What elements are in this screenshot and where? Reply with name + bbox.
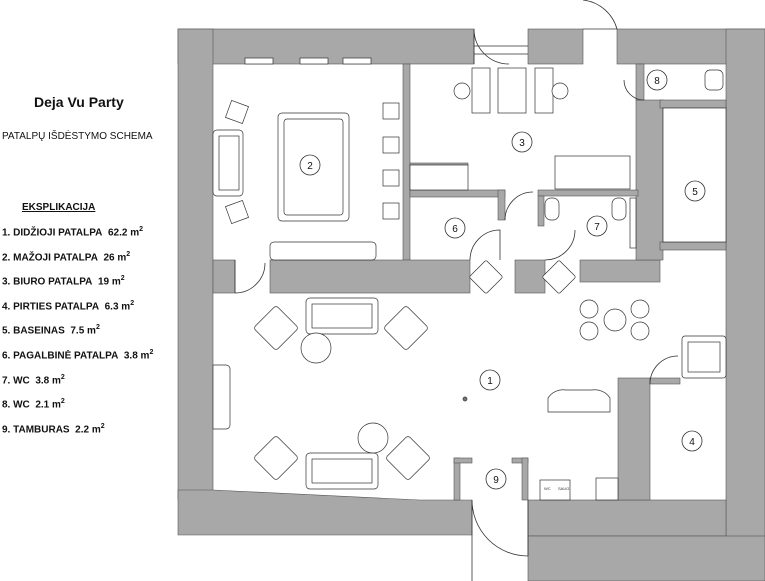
room-number-5: 5 bbox=[692, 187, 698, 198]
explication-item: 9. TAMBURAS 2.2 m2 bbox=[2, 422, 105, 436]
interior-walls bbox=[212, 63, 727, 501]
explication-item: 8. WC 2.1 m2 bbox=[2, 398, 65, 411]
room-number-3: 3 bbox=[519, 138, 525, 149]
furniture bbox=[212, 45, 727, 501]
plan-title: Deja Vu Party bbox=[34, 94, 124, 110]
room-number-markers: 1 2 3 4 5 6 7 8 9 bbox=[299, 69, 706, 490]
explication-list: 1. DIDŽIOJI PATALPA 62.2 m2 2. MAŽOJI PA… bbox=[2, 224, 153, 445]
explication-item: 5. BASEINAS 7.5 m2 bbox=[2, 324, 100, 337]
explication-item: 4. PIRTIES PATALPA 6.3 m2 bbox=[2, 299, 135, 313]
explication-item: 2. MAŽOJI PATALPA 26 m2 bbox=[2, 250, 131, 263]
room-number-6: 6 bbox=[452, 224, 458, 235]
explication-item: 3. BIURO PATALPA 19 m2 bbox=[2, 275, 125, 288]
doors bbox=[234, 0, 679, 581]
fixture-labels: WC SAUG bbox=[544, 486, 569, 491]
plan-subtitle: PATALPŲ IŠDĖSTYMO SCHEMA bbox=[2, 131, 153, 142]
explication-item: 7. WC 3.8 m2 bbox=[2, 373, 65, 386]
explication-item: 6. PAGALBINĖ PATALPA 3.8 m2 bbox=[2, 348, 154, 362]
explication-item: 1. DIDŽIOJI PATALPA 62.2 m2 bbox=[2, 226, 143, 239]
room-number-9: 9 bbox=[493, 475, 499, 486]
legend-panel: Deja Vu Party PATALPŲ IŠDĖSTYMO SCHEMA E… bbox=[0, 0, 170, 581]
fixture-label-saug: SAUG bbox=[558, 486, 569, 491]
fixture-label-wc: WC bbox=[544, 486, 551, 491]
room-number-1: 1 bbox=[487, 376, 493, 387]
room-number-2: 2 bbox=[307, 161, 313, 172]
explication-heading: EKSPLIKACIJA bbox=[22, 202, 96, 213]
room-number-8: 8 bbox=[654, 76, 660, 87]
room-number-4: 4 bbox=[689, 437, 695, 448]
room-number-7: 7 bbox=[594, 222, 600, 233]
outer-walls bbox=[177, 28, 765, 581]
